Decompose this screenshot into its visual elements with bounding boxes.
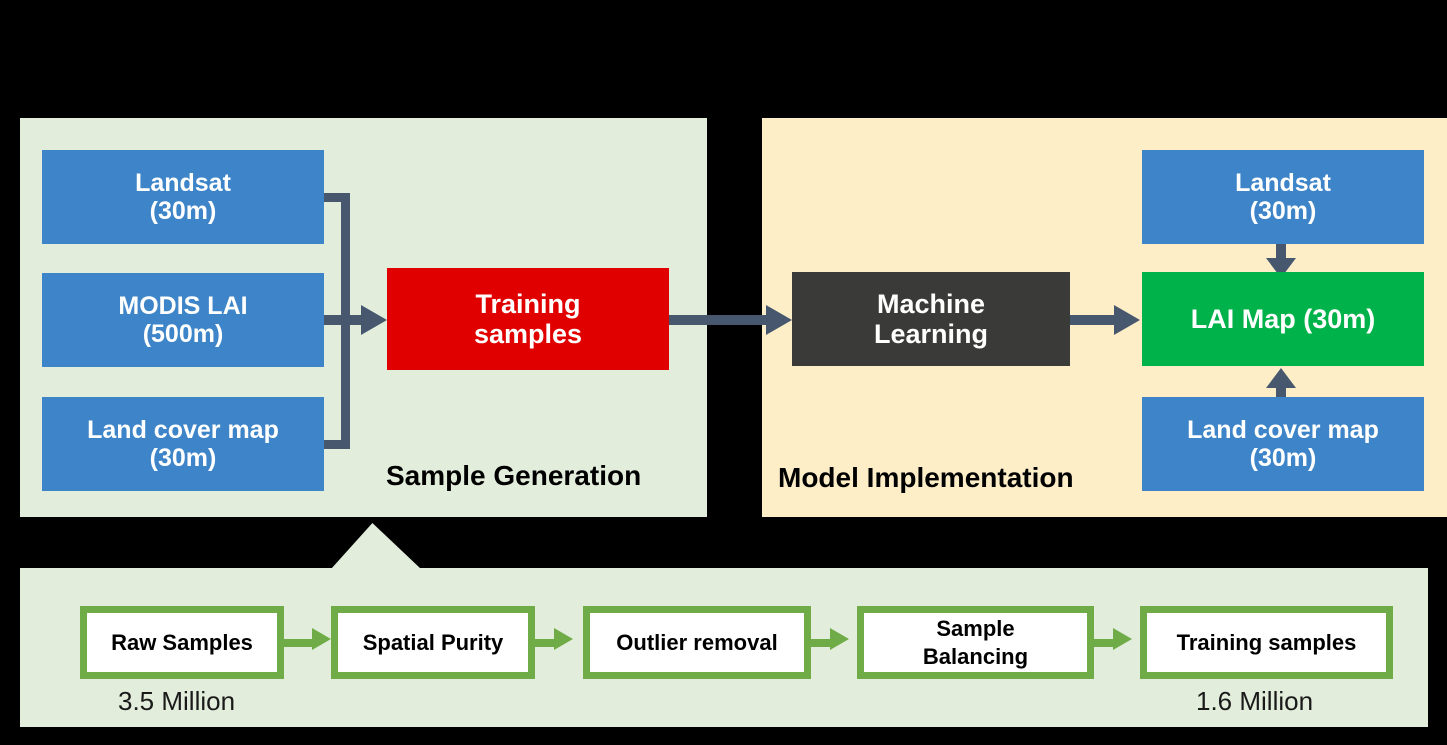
pipeline-step-training-samples: Training samples	[1140, 606, 1393, 679]
arrow-head-to-machine-learning	[766, 305, 792, 335]
pipeline-arrow-1-head	[312, 628, 331, 650]
node-land-cover-right: Land cover map (30m)	[1142, 397, 1424, 491]
pipeline-arrow-1-line	[284, 639, 314, 647]
pipeline-step-sample-balancing: Sample Balancing	[857, 606, 1094, 679]
node-lai-map: LAI Map (30m)	[1142, 272, 1424, 366]
pipeline-arrow-4-head	[1113, 628, 1132, 650]
pipeline-arrow-4-line	[1094, 639, 1115, 647]
connector-landsat-to-lai-map	[1276, 244, 1286, 262]
pipeline-arrow-2-head	[554, 628, 573, 650]
node-training-samples: Training samples	[387, 268, 669, 370]
panel-label-sample-generation: Sample Generation	[386, 460, 642, 491]
count-training-samples: 1.6 Million	[1196, 686, 1314, 716]
pipeline-step-raw-samples: Raw Samples	[80, 606, 284, 679]
pipeline-step-spatial-purity: Spatial Purity	[331, 606, 535, 679]
count-raw-samples: 3.5 Million	[118, 686, 236, 716]
connector-training-to-machine-learning	[669, 315, 769, 325]
bracket-top-segment	[310, 193, 350, 202]
callout-wedge	[331, 523, 421, 569]
node-machine-learning: Machine Learning	[792, 272, 1070, 366]
connector-machine-learning-to-lai-map	[1070, 315, 1116, 325]
bracket-bottom-segment	[310, 440, 350, 449]
node-land-cover-left: Land cover map (30m)	[42, 397, 324, 491]
node-landsat-left: Landsat (30m)	[42, 150, 324, 244]
pipeline-arrow-2-line	[535, 639, 556, 647]
pipeline-step-outlier-removal: Outlier removal	[583, 606, 811, 679]
node-modis-lai: MODIS LAI (500m)	[42, 273, 324, 367]
arrow-head-to-training-samples	[361, 305, 387, 335]
panel-label-model-implementation: Model Implementation	[778, 462, 1074, 493]
pipeline-arrow-3-head	[830, 628, 849, 650]
pipeline-arrow-3-line	[811, 639, 832, 647]
arrow-head-up-to-lai-map	[1266, 368, 1296, 388]
bracket-middle-segment	[310, 315, 368, 325]
connector-land-cover-to-lai-map	[1276, 386, 1286, 400]
arrow-head-to-lai-map	[1114, 305, 1140, 335]
node-landsat-right: Landsat (30m)	[1142, 150, 1424, 244]
